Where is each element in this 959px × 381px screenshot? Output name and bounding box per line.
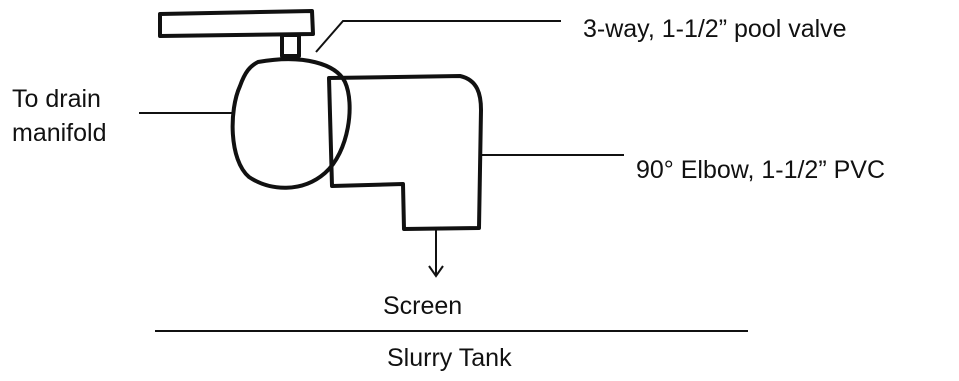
valve-leader-line: [315, 20, 561, 53]
drain-label-line-1: To drain: [12, 85, 101, 113]
valve-body: [230, 57, 352, 190]
valve-handle: [158, 9, 315, 38]
valve-label: 3-way, 1-1/2” pool valve: [583, 15, 847, 43]
valve-stem: [280, 33, 301, 58]
drain-label-line-2: manifold: [12, 119, 107, 147]
elbow-label: 90° Elbow, 1-1/2” PVC: [636, 156, 886, 184]
drain-manifold-label: To drain manifold: [12, 82, 107, 150]
screen-label: Screen: [383, 292, 463, 320]
slurry-tank-label: Slurry Tank: [387, 344, 512, 372]
pvc-elbow: [327, 74, 483, 231]
outlet-arrow-head: [428, 265, 444, 278]
